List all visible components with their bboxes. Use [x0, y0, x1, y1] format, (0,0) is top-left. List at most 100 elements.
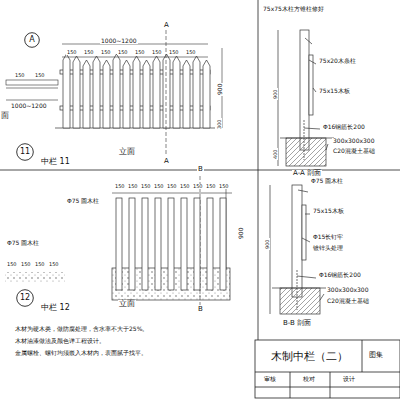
annotation-label: 立面	[118, 148, 136, 156]
annotation-label: A-A 剖面	[292, 170, 322, 177]
annotation-label: C20混凝土基础	[332, 148, 376, 154]
annotation-label: B-B 剖面	[282, 320, 312, 327]
annotation-label: Φ16钢筋长200	[322, 124, 366, 130]
picket	[173, 56, 180, 128]
annotation-label: 150	[66, 50, 78, 55]
annotation-label: B	[197, 306, 204, 313]
annotation-label: 150	[83, 50, 95, 55]
annotation-label: B	[197, 166, 204, 173]
annotation-label: 900	[265, 238, 270, 250]
picket	[133, 56, 140, 128]
annotation-label: 400	[273, 148, 278, 160]
round-post	[168, 198, 174, 290]
annotation-label: 150	[153, 184, 165, 189]
annotation-label: 150	[151, 50, 163, 55]
picket	[63, 54, 70, 128]
annotation-label: Φ75 圆木柱	[6, 240, 40, 246]
callout-number: A	[29, 36, 34, 44]
annotation-label: 木材油漆做法及颜色详工程设计。	[14, 338, 106, 344]
round-post	[181, 198, 187, 290]
annotation-label: 审核	[263, 376, 277, 382]
annotation-label: Φ16钢筋长200	[318, 272, 362, 278]
annotation-label: 75x20木条柱	[318, 58, 357, 64]
drawing-title: 木制中栏（二）	[270, 351, 349, 362]
picket	[143, 60, 150, 128]
annotation-label: 150	[192, 184, 204, 189]
annotation-label: 图集	[368, 352, 384, 359]
annotation-label: 150	[34, 73, 46, 78]
annotation-label: 150	[20, 262, 32, 267]
annotation-label: 150	[114, 184, 126, 189]
annotation-label: 中栏 11	[40, 158, 71, 166]
annotation-label: 150	[140, 184, 152, 189]
annotation-label: 立面	[118, 300, 136, 308]
picket	[93, 56, 100, 128]
annotation-label: 900	[238, 227, 244, 240]
annotation-label: 150	[34, 262, 46, 267]
picket	[203, 60, 210, 128]
annotation-label: 300	[217, 118, 222, 130]
annotation-label: 150	[205, 184, 217, 189]
annotation-label: C20混凝土基础	[326, 298, 370, 304]
annotation-label: 木材为硬木类，做防腐处理，含水率不大于25%。	[14, 326, 149, 332]
annotation-label: 镀锌头处理	[312, 245, 344, 251]
round-post	[155, 198, 161, 290]
picket	[123, 60, 130, 128]
picket	[83, 60, 90, 128]
round-post	[129, 198, 135, 290]
round-post	[194, 198, 200, 290]
annotation-label: 面	[0, 112, 10, 120]
round-post	[116, 198, 122, 290]
picket	[153, 56, 160, 128]
annotation-label: 75x75木柱方锥柱修好	[262, 6, 325, 12]
picket	[113, 54, 120, 128]
picket	[73, 56, 80, 128]
fence-elevation	[55, 54, 215, 128]
callout-circle: 12	[16, 289, 34, 307]
annotation-label: 150	[218, 184, 230, 189]
picket	[183, 60, 190, 128]
annotation-label: 900	[217, 83, 223, 96]
round-post	[142, 198, 148, 290]
annotation-label: 300x300x300	[332, 138, 375, 144]
annotation-label: 150	[134, 50, 146, 55]
callout-circle: A	[24, 32, 40, 48]
section-a	[278, 30, 334, 166]
annotation-label: 150	[179, 184, 191, 189]
annotation-label: 150	[166, 184, 178, 189]
picket	[103, 60, 110, 128]
annotation-label: 1000~1200	[10, 103, 48, 109]
fence-elevation	[5, 198, 230, 300]
annotation-label: 150	[117, 50, 129, 55]
dimension-lines	[6, 30, 232, 305]
annotation-label: 150	[48, 262, 60, 267]
annotation-label: Φ75 圆木柱	[310, 178, 344, 184]
annotation-label: 150	[127, 184, 139, 189]
picket	[193, 56, 200, 128]
annotation-label: 150	[100, 50, 112, 55]
annotation-label: 金属螺栓、螺钉均须嵌入木材内，表面腻子找平。	[14, 350, 148, 356]
annotation-label: 校对	[302, 376, 316, 382]
annotation-label: Φ75 圆木柱	[66, 198, 100, 204]
round-post	[220, 198, 226, 290]
annotation-label: 中栏 12	[40, 304, 71, 312]
annotation-label: 150	[168, 50, 180, 55]
annotation-label: A	[163, 158, 170, 165]
annotation-label: 150	[185, 50, 197, 55]
annotation-label: A	[163, 22, 170, 29]
callout-circle: 11	[16, 143, 34, 161]
annotation-label: 900	[273, 88, 278, 100]
annotation-label: 150	[6, 262, 18, 267]
annotation-label: 150	[14, 73, 26, 78]
annotation-label: 设计	[342, 376, 356, 382]
annotation-label: 300x300x300	[326, 287, 369, 293]
annotation-label: 75x15木板	[312, 208, 345, 214]
annotation-label: 1000~1200	[100, 38, 138, 44]
round-post	[207, 198, 213, 290]
callout-number: 12	[20, 294, 30, 302]
annotation-label: 75x15木板	[318, 88, 351, 94]
callout-number: 11	[20, 148, 30, 156]
picket	[163, 54, 170, 128]
annotation-label: Φ15长钉牢	[312, 234, 344, 240]
